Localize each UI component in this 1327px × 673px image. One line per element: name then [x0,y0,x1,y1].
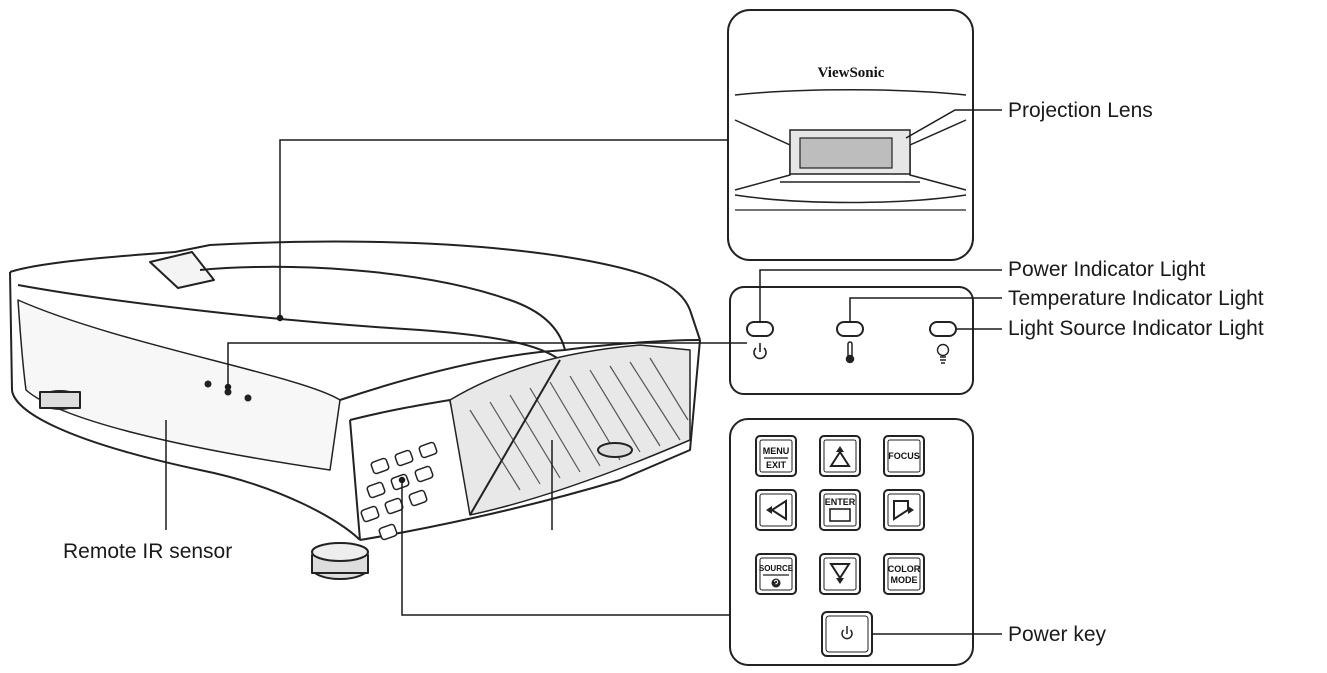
source-key[interactable]: SOURCE [755,553,797,595]
exit-label: EXIT [766,460,787,470]
projector-side-keypad [360,441,438,541]
leader-lines [165,109,1002,635]
menu-exit-key[interactable]: MENU EXIT [755,435,797,477]
temperature-indicator-light-label: Temperature Indicator Light [1008,287,1264,310]
menu-label: MENU [763,446,790,456]
color-mode-key[interactable]: COLOR MODE [883,553,925,595]
down-arrow-icon [829,563,851,584]
enter-key[interactable]: ENTER [819,489,861,531]
focus-label: FOCUS [888,451,920,461]
help-icon [771,578,781,588]
projection-lens-label: Projection Lens [1008,99,1153,122]
brand-logo: ViewSonic [818,65,885,81]
power-icon [753,343,767,360]
up-arrow-icon [829,446,851,467]
enter-label: ENTER [825,497,856,507]
up-key[interactable] [819,435,861,477]
light-source-indicator-light-label: Light Source Indicator Light [1008,317,1264,340]
thermometer-icon [845,341,855,364]
power-key-button[interactable] [821,611,873,657]
down-key[interactable] [819,553,861,595]
right-key[interactable] [883,489,925,531]
bulb-icon [936,343,950,364]
left-arrow-icon [766,499,787,521]
color-label: COLOR [888,564,921,574]
mode-label: MODE [891,575,918,585]
light-source-indicator-led [929,321,957,337]
right-arrow-icon [893,500,914,521]
lens-detail-panel [727,9,974,261]
remote-ir-sensor-label: Remote IR sensor [63,540,233,563]
left-key[interactable] [755,489,797,531]
source-label: SOURCE [759,564,794,573]
power-key-label: Power key [1008,623,1107,646]
power-indicator-led [746,321,774,337]
power-indicator-light-label: Power Indicator Light [1008,258,1206,281]
power-icon [841,626,853,640]
indicator-panel [729,286,974,395]
focus-key[interactable]: FOCUS [883,435,925,477]
temperature-indicator-led [836,321,864,337]
projector-body [9,240,701,580]
keypad-panel [729,418,974,666]
